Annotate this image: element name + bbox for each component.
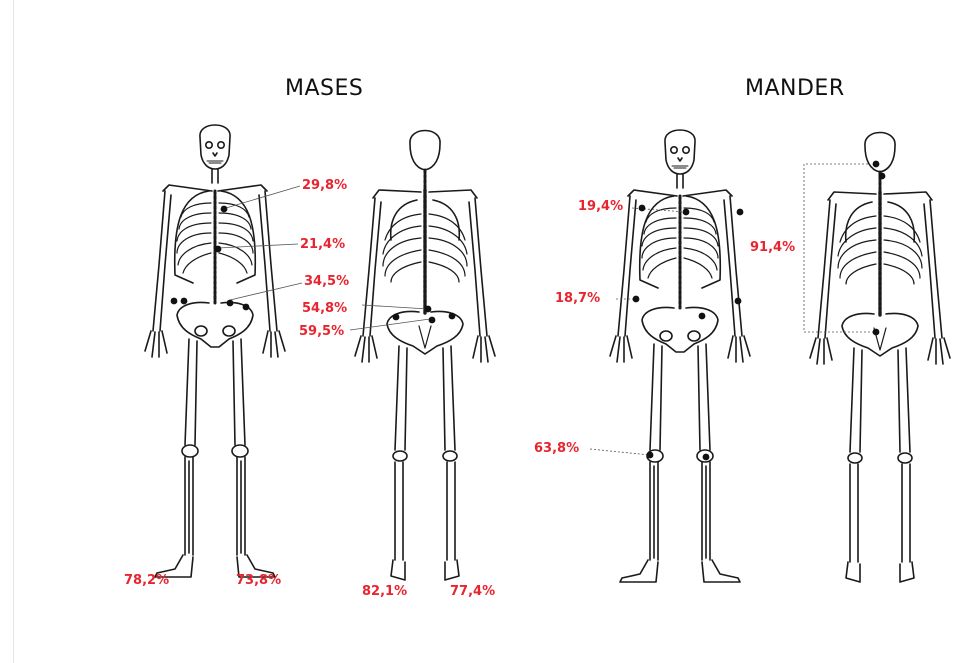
label-mases-back-lumbar: 54,8%	[302, 301, 347, 316]
label-mander-front-knee: 63,8%	[534, 441, 579, 456]
marker-dot	[647, 452, 654, 459]
marker-dot	[703, 454, 710, 461]
label-mases-front-neck: 29,8%	[302, 178, 347, 193]
label-mases-front-right-foot: 73,8%	[236, 573, 281, 588]
marker-dot	[429, 317, 436, 324]
marker-dot	[879, 173, 886, 180]
marker-dot	[393, 314, 400, 321]
mander-front-skeleton	[610, 130, 750, 582]
marker-dot	[683, 209, 690, 216]
marker-dot	[737, 209, 744, 216]
marker-dot	[171, 298, 178, 305]
marker-dot	[735, 298, 742, 305]
mander-back-skeleton	[810, 133, 950, 583]
leader-knee	[590, 449, 650, 455]
marker-dot	[873, 329, 880, 336]
label-mases-front-left-foot: 78,2%	[124, 573, 169, 588]
marker-dot	[227, 300, 234, 307]
mases-back-skeleton	[355, 131, 495, 581]
label-mases-front-thorax: 21,4%	[300, 237, 345, 252]
marker-dot	[425, 306, 432, 313]
marker-dot	[639, 205, 646, 212]
marker-dot	[873, 161, 880, 168]
marker-dot	[449, 313, 456, 320]
marker-dot	[633, 296, 640, 303]
label-mases-back-sacrum: 59,5%	[299, 324, 344, 339]
marker-dots	[171, 161, 886, 461]
label-mases-back-left-foot: 82,1%	[362, 584, 407, 599]
label-mases-back-right-foot: 77,4%	[450, 584, 495, 599]
label-mander-front-hip: 18,7%	[555, 291, 600, 306]
label-mases-front-waist: 34,5%	[304, 274, 349, 289]
label-mander-back-spine: 91,4%	[750, 240, 795, 255]
label-mander-front-shoulder: 19,4%	[578, 199, 623, 214]
mases-front-skeleton	[145, 125, 285, 577]
marker-dot	[243, 304, 250, 311]
marker-dot	[699, 313, 706, 320]
marker-dot	[221, 206, 228, 213]
marker-dot	[215, 246, 222, 253]
leader-sacrum	[350, 319, 430, 330]
marker-dot	[181, 298, 188, 305]
